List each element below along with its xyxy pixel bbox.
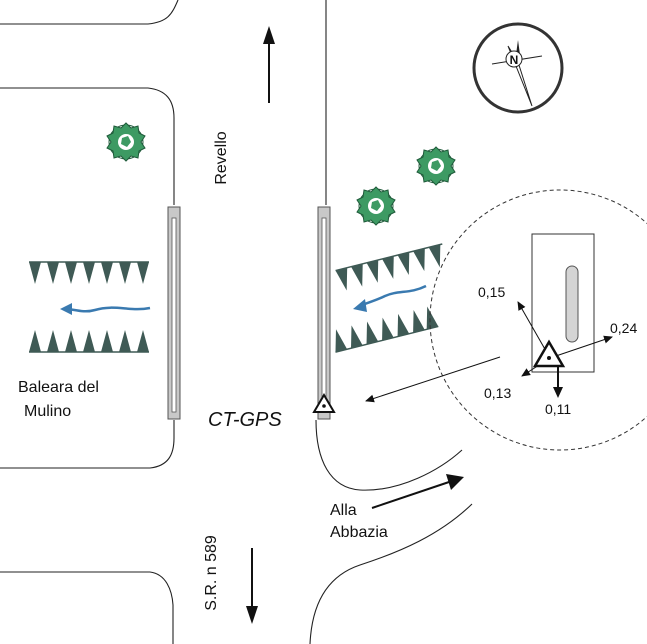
vine-rows-left xyxy=(29,261,149,353)
vine-rows-right xyxy=(330,243,446,353)
label-baleara: Baleara del xyxy=(18,379,99,396)
measurement-station-icon xyxy=(365,301,613,403)
shrub-icon xyxy=(356,186,396,226)
label-alla: Alla xyxy=(330,502,357,519)
flow-arrow-left xyxy=(60,303,151,315)
compass-letter: N xyxy=(510,53,519,67)
label-revello: Revello xyxy=(213,131,230,184)
shrub-icon xyxy=(416,146,456,186)
north-road-arrow xyxy=(263,26,275,103)
shrub-icon xyxy=(106,122,146,162)
measurement-zone xyxy=(429,189,647,451)
measurement-sw: 0,13 xyxy=(484,385,511,401)
road-network xyxy=(0,0,473,644)
abbazia-arrow xyxy=(371,474,464,509)
ct-gps-station-icon xyxy=(312,393,336,413)
label-sr589: S.R. n 589 xyxy=(203,535,220,611)
south-road-arrow xyxy=(246,548,258,624)
measurement-ne: 0,24 xyxy=(610,320,637,336)
measurement-nw: 0,15 xyxy=(478,284,505,300)
right-wall xyxy=(317,206,331,420)
label-mulino: Mulino xyxy=(24,403,71,420)
measurement-s: 0,11 xyxy=(545,401,571,417)
building xyxy=(531,233,595,373)
left-wall xyxy=(167,206,181,420)
label-ct-gps: CT-GPS xyxy=(208,409,282,431)
compass-icon: N xyxy=(472,22,564,114)
flow-arrow-right xyxy=(353,284,427,312)
label-abbazia: Abbazia xyxy=(330,524,388,541)
